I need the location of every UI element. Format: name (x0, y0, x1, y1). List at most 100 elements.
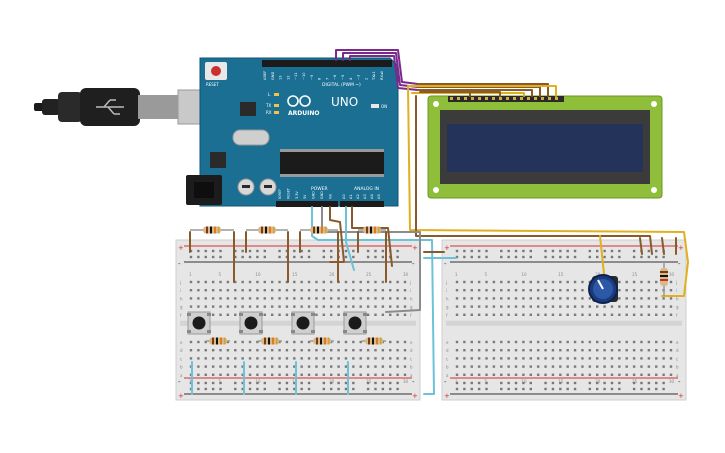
rail-hole[interactable] (514, 381, 518, 385)
rail-hole[interactable] (507, 381, 510, 385)
hole[interactable] (315, 297, 318, 300)
hole[interactable] (655, 280, 658, 284)
rail-hole[interactable] (278, 381, 281, 385)
hole[interactable] (581, 280, 584, 284)
hole[interactable] (322, 365, 326, 368)
rail-hole[interactable] (588, 387, 592, 391)
hole[interactable] (662, 357, 665, 360)
rail-hole[interactable] (278, 387, 281, 391)
rail-hole[interactable] (285, 381, 289, 385)
hole[interactable] (492, 305, 496, 308)
hole[interactable] (241, 373, 244, 376)
hole[interactable] (500, 365, 503, 368)
rail-hole[interactable] (529, 255, 532, 259)
hole[interactable] (263, 280, 266, 284)
hole[interactable] (544, 365, 547, 368)
hole[interactable] (285, 305, 289, 308)
hole[interactable] (211, 349, 215, 352)
hole[interactable] (655, 365, 658, 368)
hole[interactable] (389, 349, 392, 352)
hole[interactable] (477, 313, 481, 316)
hole[interactable] (300, 340, 303, 344)
hole[interactable] (529, 340, 532, 344)
hole[interactable] (396, 349, 399, 352)
hole[interactable] (551, 289, 555, 292)
hole[interactable] (256, 297, 259, 300)
hole[interactable] (522, 373, 525, 376)
hole[interactable] (581, 313, 584, 316)
rail-hole[interactable] (241, 381, 244, 385)
hole[interactable] (389, 313, 392, 316)
hole[interactable] (263, 357, 266, 360)
rail-hole[interactable] (248, 255, 252, 259)
lcd-pin[interactable] (478, 97, 481, 100)
hole[interactable] (278, 280, 281, 284)
rail-hole[interactable] (551, 249, 555, 253)
hole[interactable] (344, 340, 348, 344)
hole[interactable] (381, 349, 385, 352)
hole[interactable] (293, 365, 296, 368)
hole[interactable] (293, 340, 296, 344)
hole[interactable] (396, 305, 399, 308)
hole[interactable] (403, 297, 407, 300)
rail-hole[interactable] (300, 255, 303, 259)
lcd-pin[interactable] (492, 97, 495, 100)
hole[interactable] (455, 289, 459, 292)
hole[interactable] (618, 349, 621, 352)
hole[interactable] (396, 340, 399, 344)
rail-hole[interactable] (352, 255, 355, 259)
hole[interactable] (366, 373, 370, 376)
hole[interactable] (263, 365, 266, 368)
hole[interactable] (500, 305, 503, 308)
rail-hole[interactable] (248, 387, 252, 391)
hole[interactable] (352, 280, 355, 284)
hole[interactable] (566, 289, 569, 292)
hole[interactable] (241, 357, 244, 360)
resistor[interactable] (310, 337, 334, 345)
rail-hole[interactable] (234, 255, 237, 259)
rail-hole[interactable] (544, 255, 547, 259)
hole[interactable] (197, 297, 200, 300)
rail-hole[interactable] (566, 387, 569, 391)
rail-hole[interactable] (632, 387, 636, 391)
rail-hole[interactable] (596, 249, 599, 253)
rail-hole[interactable] (529, 381, 532, 385)
hole[interactable] (396, 365, 399, 368)
rail-hole[interactable] (507, 255, 510, 259)
hole[interactable] (485, 365, 488, 368)
hole[interactable] (300, 365, 303, 368)
hole[interactable] (226, 305, 230, 308)
hole[interactable] (559, 289, 562, 292)
hole[interactable] (455, 280, 459, 284)
hole[interactable] (381, 280, 385, 284)
rail-hole[interactable] (610, 249, 614, 253)
hole[interactable] (374, 280, 377, 284)
hole[interactable] (625, 340, 628, 344)
hole[interactable] (669, 357, 673, 360)
hole[interactable] (204, 305, 207, 308)
hole[interactable] (669, 373, 673, 376)
hole[interactable] (330, 373, 333, 376)
hole[interactable] (248, 280, 252, 284)
hole[interactable] (219, 289, 222, 292)
hole[interactable] (477, 289, 481, 292)
hole[interactable] (625, 297, 628, 300)
hole[interactable] (485, 289, 488, 292)
rail-hole[interactable] (344, 387, 348, 391)
hole[interactable] (581, 349, 584, 352)
hole[interactable] (559, 357, 562, 360)
hole[interactable] (248, 349, 252, 352)
hole[interactable] (381, 313, 385, 316)
lcd-pin[interactable] (534, 97, 537, 100)
hole[interactable] (330, 305, 333, 308)
hole[interactable] (263, 349, 266, 352)
rail-hole[interactable] (640, 387, 643, 391)
hole[interactable] (315, 313, 318, 316)
hole[interactable] (514, 365, 518, 368)
hole[interactable] (285, 349, 289, 352)
hole[interactable] (381, 365, 385, 368)
rail-hole[interactable] (374, 255, 377, 259)
rail-hole[interactable] (234, 249, 237, 253)
hole[interactable] (337, 373, 340, 376)
hole[interactable] (573, 297, 577, 300)
